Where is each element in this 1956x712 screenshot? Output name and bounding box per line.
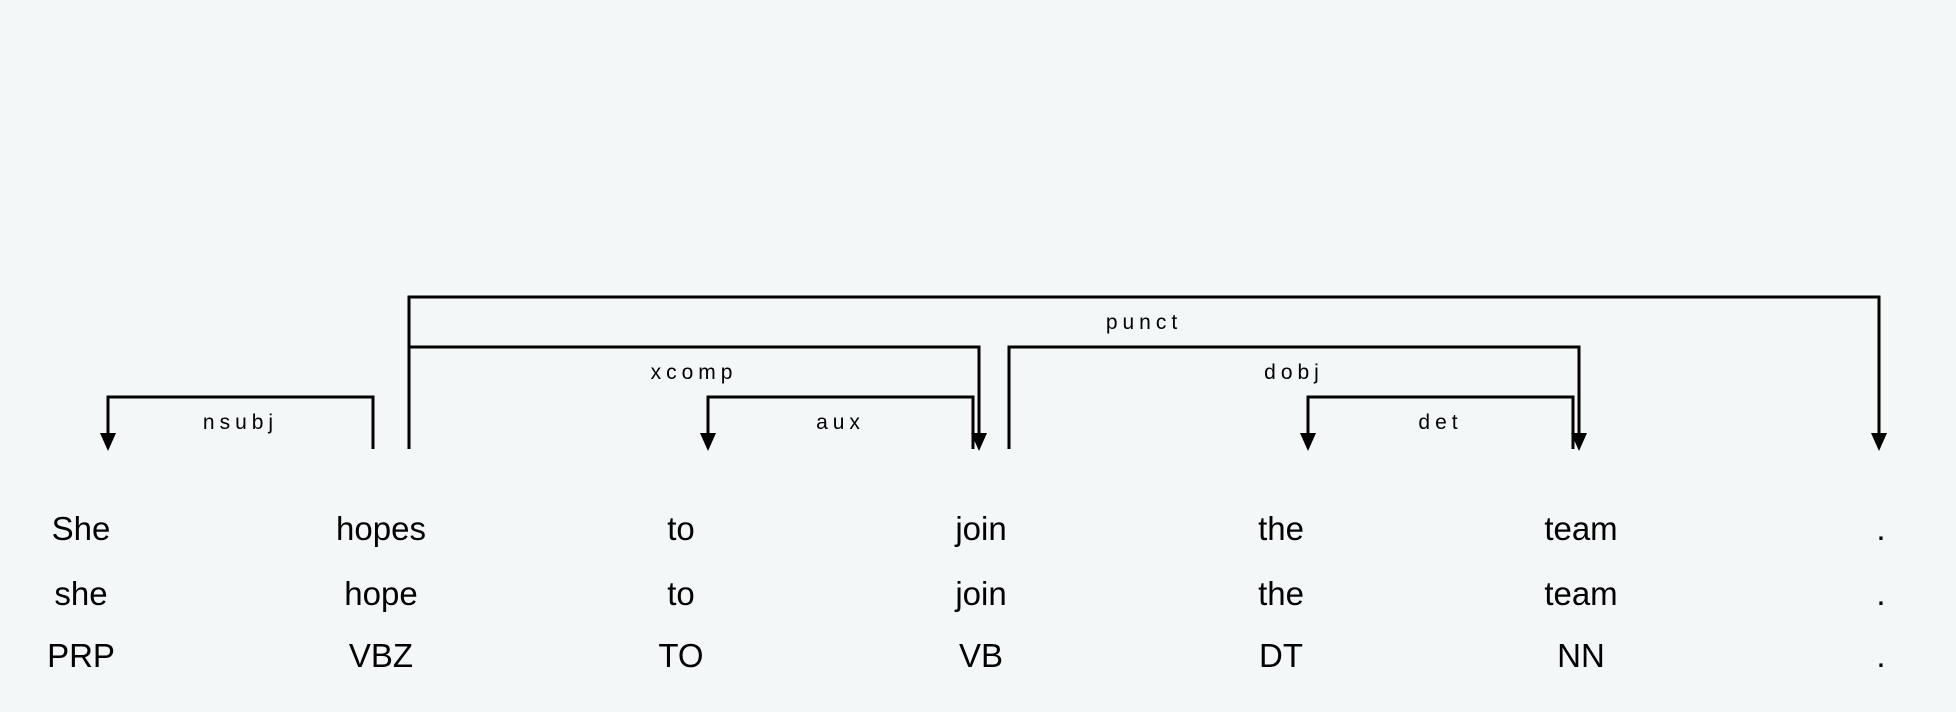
dep-relation-label: xcomp	[651, 361, 738, 384]
dep-arc-line	[106, 395, 375, 449]
dep-relation-label: punct	[1106, 311, 1182, 334]
token-lemma: she	[54, 575, 107, 612]
token-word: hopes	[336, 510, 426, 547]
dep-arc-line	[706, 395, 975, 449]
dep-arc-det: det	[1300, 395, 1575, 451]
token-word: team	[1544, 510, 1617, 547]
token-lemma: the	[1258, 575, 1304, 612]
dep-arc-nsubj: nsubj	[100, 395, 375, 451]
token-lemma: join	[954, 575, 1006, 612]
token-column: ...	[1876, 510, 1885, 674]
token-lemma: hope	[344, 575, 417, 612]
arrowhead-icon	[700, 433, 716, 451]
dep-relation-label: aux	[816, 411, 865, 434]
arrowhead-icon	[1300, 433, 1316, 451]
token-pos-tag: DT	[1259, 637, 1303, 674]
dep-relation-label: det	[1418, 411, 1462, 434]
token-lemma: to	[667, 575, 695, 612]
token-word: to	[667, 510, 695, 547]
dep-relation-label: nsubj	[203, 411, 278, 434]
dep-arc-xcomp: xcomp	[407, 345, 987, 451]
token-word: She	[52, 510, 111, 547]
dep-relation-label: dobj	[1264, 361, 1324, 384]
dep-arc-line	[407, 295, 1881, 449]
arrowhead-icon	[1571, 433, 1587, 451]
token-pos-tag: NN	[1557, 637, 1605, 674]
dep-arc-line	[1007, 345, 1581, 449]
token-word: the	[1258, 510, 1304, 547]
token-word: .	[1876, 510, 1885, 547]
token-lemma: team	[1544, 575, 1617, 612]
dep-arc-punct: punct	[407, 295, 1887, 451]
dep-arc-dobj: dobj	[1007, 345, 1587, 451]
token-pos-tag: TO	[658, 637, 703, 674]
dep-arc-line	[1306, 395, 1575, 449]
arrowhead-icon	[100, 433, 116, 451]
arrowhead-icon	[971, 433, 987, 451]
token-pos-tag: VBZ	[349, 637, 413, 674]
arrowhead-icon	[1871, 433, 1887, 451]
token-pos-tag: .	[1876, 637, 1885, 674]
token-pos-tag: PRP	[47, 637, 115, 674]
dep-arc-aux: aux	[700, 395, 975, 451]
token-pos-tag: VB	[959, 637, 1003, 674]
token-lemma: .	[1876, 575, 1885, 612]
token-word: join	[954, 510, 1006, 547]
